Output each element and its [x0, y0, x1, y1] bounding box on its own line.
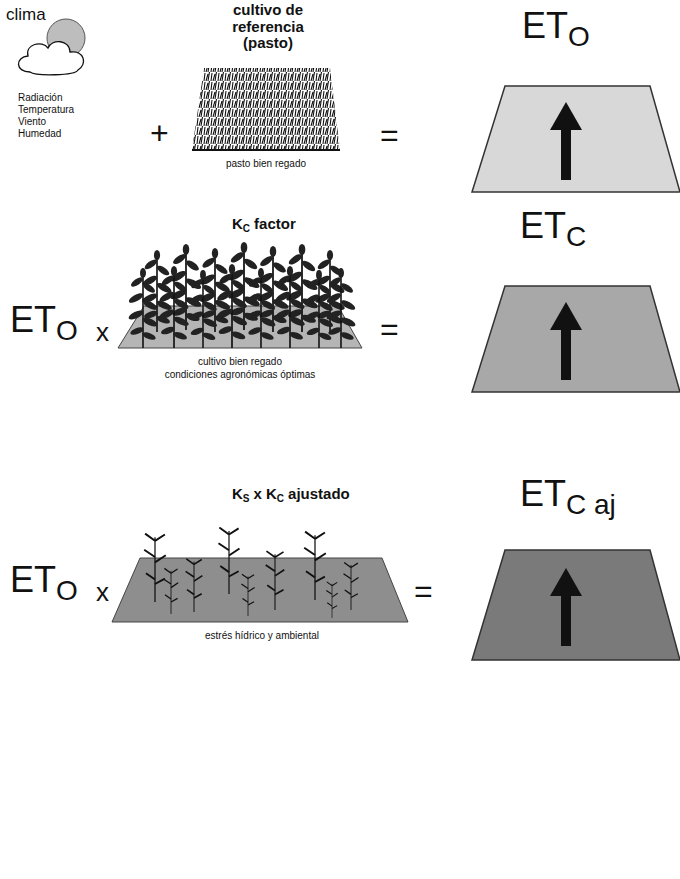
et-symbol: ET: [10, 560, 56, 600]
climate-label: clima: [6, 6, 46, 25]
kc-symbol: x K: [254, 486, 277, 503]
subscript: C: [277, 493, 284, 504]
grass-caption: pasto bien regado: [191, 158, 341, 169]
adjusted-heading: ajustado: [288, 486, 350, 503]
reference-crop-heading: cultivo de referencia (pasto): [212, 2, 324, 52]
et-symbol: ET: [520, 474, 566, 514]
climate-factor: Viento: [18, 116, 46, 127]
kc-symbol: K: [232, 216, 243, 233]
subscript: S: [243, 493, 250, 504]
subscript: O: [568, 22, 590, 53]
et-symbol: ET: [522, 6, 568, 46]
climate-factor: Humedad: [18, 128, 61, 139]
crop-caption: cultivo bien regado: [130, 356, 350, 367]
climate-factor: Temperatura: [18, 104, 74, 115]
subscript: O: [56, 576, 78, 607]
multiply-sign: x: [96, 318, 109, 347]
climate-factor: Radiación: [18, 92, 62, 103]
crop-caption: condiciones agronómicas óptimas: [130, 369, 350, 380]
subscript: O: [56, 316, 78, 347]
equals-sign: =: [414, 574, 433, 609]
equals-sign: =: [380, 312, 399, 347]
stress-caption: estrés hídrico y ambiental: [152, 630, 372, 641]
multiply-sign: x: [96, 578, 109, 607]
subscript: C aj: [566, 490, 616, 521]
et-symbol: ET: [520, 206, 566, 246]
subscript: C: [566, 222, 586, 253]
ks-symbol: K: [232, 486, 243, 503]
subscript: C: [243, 223, 250, 234]
equals-sign: =: [380, 118, 399, 153]
plus-sign: +: [150, 116, 169, 151]
et-symbol: ET: [10, 300, 56, 340]
factor-heading: factor: [254, 216, 296, 233]
